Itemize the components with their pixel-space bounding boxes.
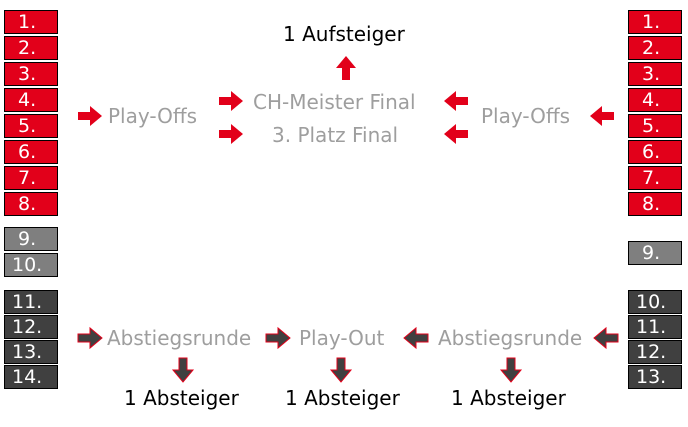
right-rank-2: 2. xyxy=(628,36,682,60)
relegation-round-left-label: Abstiegsrunde xyxy=(107,326,252,350)
left-rank-6: 6. xyxy=(4,140,58,164)
right-rank-4: 4. xyxy=(628,88,682,112)
right-rank-6: 6. xyxy=(628,140,682,164)
arrow-right-icon xyxy=(77,326,103,350)
left-rank-13: 13. xyxy=(4,340,58,364)
right-rank-7: 7. xyxy=(628,166,682,190)
left-rank-3: 3. xyxy=(4,62,58,86)
left-rank-4: 4. xyxy=(4,88,58,112)
arrow-left-icon xyxy=(593,326,619,350)
arrow-left-icon xyxy=(403,326,429,350)
right-rank-3: 3. xyxy=(628,62,682,86)
playoffs-right-label: Play-Offs xyxy=(481,104,571,128)
arrow-down-icon xyxy=(329,357,353,383)
play-out-label: Play-Out xyxy=(299,326,385,350)
left-rank-8: 8. xyxy=(4,192,58,216)
left-rank-10: 10. xyxy=(4,253,58,277)
right-rank-11: 11. xyxy=(628,315,682,339)
arrow-right-icon xyxy=(219,91,243,111)
ch-final-label: CH-Meister Final xyxy=(253,90,416,114)
right-rank-8: 8. xyxy=(628,192,682,216)
left-rank-1: 1. xyxy=(4,10,58,34)
arrow-left-icon xyxy=(590,106,614,126)
relegated-center-label: 1 Absteiger xyxy=(285,386,400,410)
playoffs-left-label: Play-Offs xyxy=(108,104,198,128)
arrow-left-icon xyxy=(444,91,468,111)
left-rank-5: 5. xyxy=(4,114,58,138)
left-rank-7: 7. xyxy=(4,166,58,190)
left-rank-2: 2. xyxy=(4,36,58,60)
arrow-down-icon xyxy=(171,357,195,383)
right-rank-1: 1. xyxy=(628,10,682,34)
third-place-final-label: 3. Platz Final xyxy=(272,123,399,147)
arrow-right-icon xyxy=(219,124,243,144)
right-rank-13: 13. xyxy=(628,365,682,389)
relegated-right-label: 1 Absteiger xyxy=(451,386,566,410)
promotion-label: 1 Aufsteiger xyxy=(283,22,405,46)
right-rank-10: 10. xyxy=(628,290,682,314)
left-rank-11: 11. xyxy=(4,290,58,314)
arrow-down-icon xyxy=(499,357,523,383)
arrow-right-icon xyxy=(78,106,102,126)
left-rank-9: 9. xyxy=(4,227,58,251)
left-rank-14: 14. xyxy=(4,365,58,389)
right-rank-9: 9. xyxy=(628,241,682,265)
arrow-left-icon xyxy=(444,124,468,144)
left-rank-12: 12. xyxy=(4,315,58,339)
relegated-left-label: 1 Absteiger xyxy=(124,386,239,410)
right-rank-12: 12. xyxy=(628,340,682,364)
relegation-round-right-label: Abstiegsrunde xyxy=(438,326,583,350)
arrow-right-icon xyxy=(265,326,291,350)
arrow-up-icon xyxy=(336,56,356,80)
right-rank-5: 5. xyxy=(628,114,682,138)
